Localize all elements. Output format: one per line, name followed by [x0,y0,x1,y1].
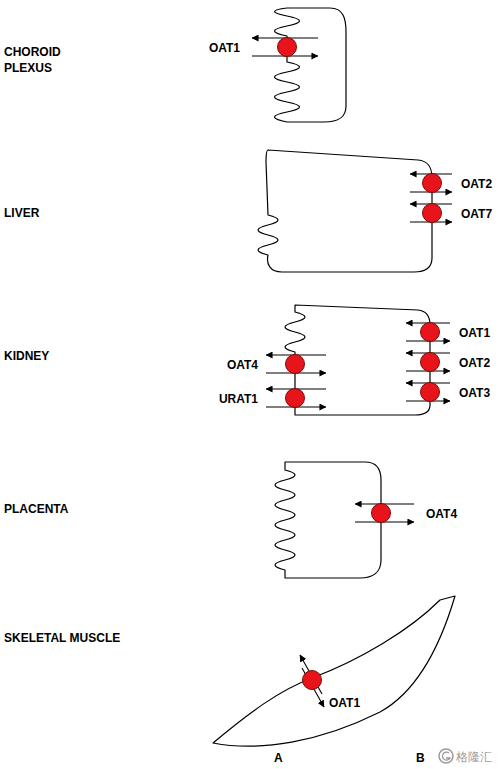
placenta-cell-outline [275,462,381,578]
transporter-circle: OAT3 [420,382,440,402]
transporter-name: OAT1 [209,41,240,55]
transporter-name: OAT4 [426,507,457,521]
watermark-logo [439,749,453,763]
transporter-name: OAT7 [461,207,492,221]
transporter-circle: OAT4 [285,354,305,374]
tissue-name: CHOROID PLEXUS [4,44,84,76]
transporter-circle: OAT1 [277,37,297,57]
transporter-name: OAT2 [459,356,490,370]
panel-letter: B [416,750,436,766]
transporter-circle: OAT7 [422,203,442,223]
panel-letter: A [274,750,294,766]
transporter-circle: OAT2 [422,173,442,193]
watermark: 格隆汇 [456,749,500,765]
transporter-circle: URAT1 [285,388,305,408]
transporter-circle: OAT1 [302,670,322,690]
muscle-cell-outline [213,596,455,746]
transporter-circle: OAT2 [420,352,440,372]
transporter-circle: OAT4 [371,503,391,523]
tissue-name: LIVER [4,205,124,221]
tissue-name: SKELETAL MUSCLE [4,630,174,646]
transporter-name: OAT1 [329,696,360,710]
transporter-name: OAT1 [459,326,490,340]
transporter-name: URAT1 [219,392,258,406]
transporter-name: OAT4 [227,358,258,372]
tissue-name: PLACENTA [4,501,124,517]
tissue-name: KIDNEY [4,348,124,364]
influx-arrow [302,668,324,707]
transporter-name: OAT3 [459,386,490,400]
transporter-circle: OAT1 [420,322,440,342]
liver-cell-outline [258,150,432,272]
choroid-cell-outline [275,8,347,122]
efflux-arrow [300,655,322,694]
transporter-name: OAT2 [461,177,492,191]
transport-arrows [252,38,452,707]
kidney-cell-outline [285,305,430,415]
